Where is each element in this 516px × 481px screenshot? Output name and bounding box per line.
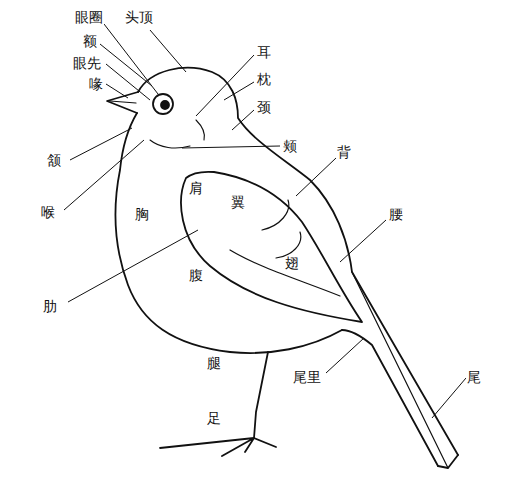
part-label: 腿 xyxy=(206,355,222,371)
part-label: 肩 xyxy=(188,180,204,196)
feather-marks xyxy=(150,120,205,148)
part-label: 颊 xyxy=(282,138,298,154)
eye xyxy=(161,101,169,109)
beak-line xyxy=(110,101,136,103)
part-label: 足 xyxy=(206,410,222,426)
part-label: 颔 xyxy=(46,152,62,168)
part-label: 背 xyxy=(336,144,352,160)
part-label: 额 xyxy=(82,33,98,49)
eye-ring xyxy=(153,94,173,114)
part-label: 翅 xyxy=(284,255,300,271)
bird-outline xyxy=(138,68,458,455)
part-label: 尾 xyxy=(466,369,482,385)
part-label: 喉 xyxy=(40,204,56,220)
part-label: 眼先 xyxy=(72,55,102,71)
part-label: 腹 xyxy=(188,267,204,283)
part-label: 肋 xyxy=(42,298,58,314)
part-label: 翼 xyxy=(230,194,246,210)
part-label: 眼圈 xyxy=(74,9,104,25)
part-label: 枕 xyxy=(256,71,272,87)
part-label: 胸 xyxy=(134,206,150,222)
part-label: 颈 xyxy=(256,99,272,115)
wing-feathers xyxy=(230,200,340,296)
part-label: 喙 xyxy=(88,76,104,92)
part-label: 腰 xyxy=(388,206,404,222)
tail-feather xyxy=(352,272,448,468)
tail-tip xyxy=(438,455,458,468)
leg xyxy=(254,352,268,438)
part-label: 头顶 xyxy=(124,9,154,25)
wing xyxy=(181,172,362,322)
foot xyxy=(160,438,276,456)
part-label: 尾里 xyxy=(292,369,322,385)
leader-lines xyxy=(64,24,466,418)
beak xyxy=(107,92,138,113)
part-label: 耳 xyxy=(256,44,272,60)
